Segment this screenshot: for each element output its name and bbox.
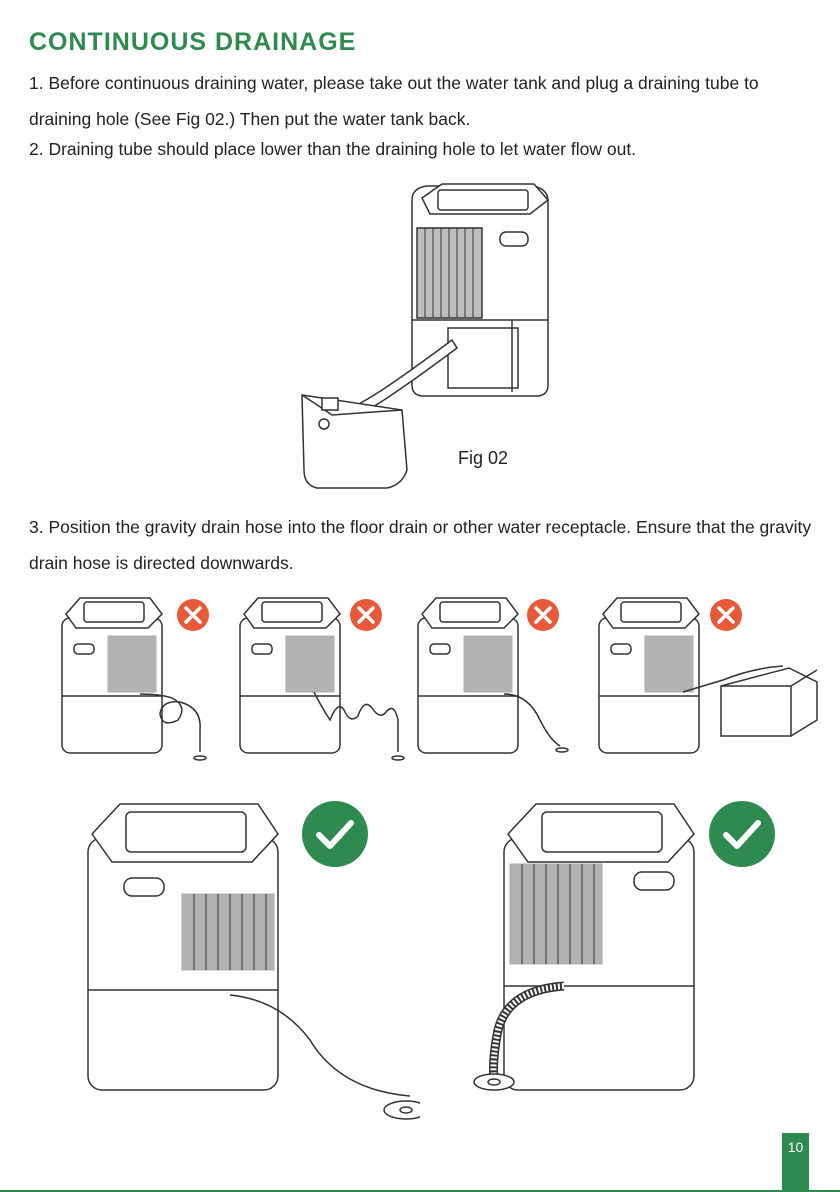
x-mark-icon — [710, 599, 742, 631]
x-mark-icon — [350, 599, 382, 631]
correct-example-1 — [80, 790, 429, 1135]
incorrect-example-3 — [408, 590, 598, 770]
incorrect-example-1 — [50, 590, 240, 770]
check-mark-icon — [709, 801, 775, 867]
check-mark-icon — [302, 801, 368, 867]
incorrect-example-2 — [230, 590, 420, 770]
instruction-step-3: 3. Position the gravity drain hose into … — [29, 517, 812, 573]
correct-example-2 — [468, 790, 808, 1135]
page-title: CONTINUOUS DRAINAGE — [29, 28, 357, 56]
instruction-step-2: 2. Draining tube should place lower than… — [29, 139, 637, 159]
x-mark-icon — [177, 599, 209, 631]
incorrect-example-4 — [593, 590, 823, 770]
page-number: 10 — [782, 1133, 809, 1190]
x-mark-icon — [527, 599, 559, 631]
instruction-step-1: 1. Before continuous draining water, ple… — [29, 73, 759, 129]
figure-label: Fig 02 — [458, 448, 509, 468]
fig-02-illustration — [262, 170, 578, 506]
bottom-rule — [0, 1190, 840, 1192]
